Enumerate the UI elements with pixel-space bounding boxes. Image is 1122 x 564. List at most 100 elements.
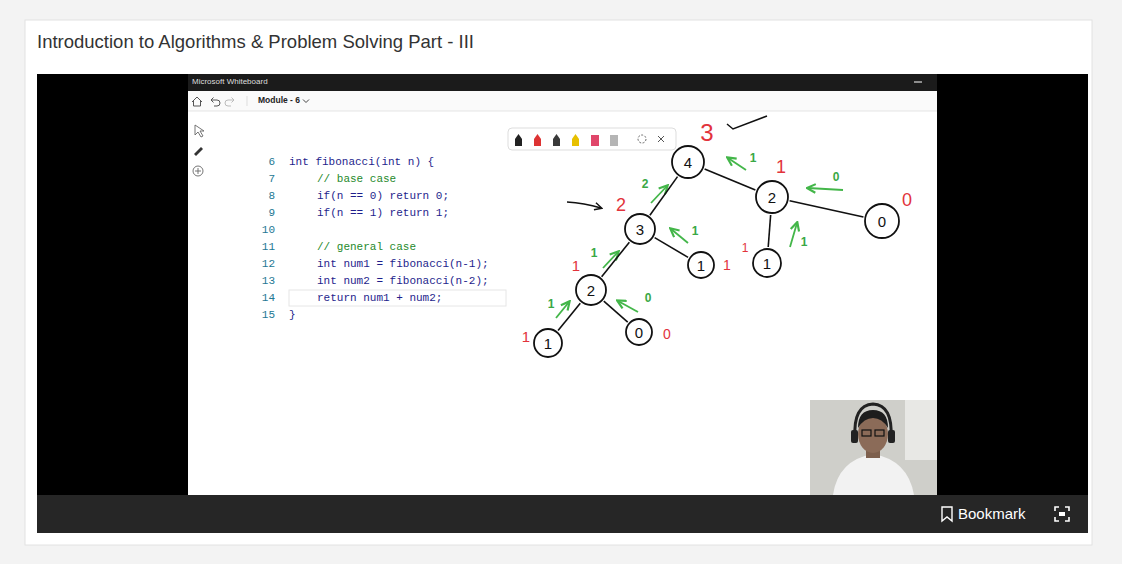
code-line: } xyxy=(289,309,296,322)
node-value: 2 xyxy=(587,283,595,298)
node-outline xyxy=(626,319,652,345)
green-annotation: 1 xyxy=(750,152,757,166)
close-icon xyxy=(658,136,664,142)
return-arrow xyxy=(790,223,797,247)
control-bar xyxy=(37,495,1088,533)
return-arrows xyxy=(556,158,843,318)
headphones xyxy=(855,404,891,438)
node-value: 1 xyxy=(544,336,552,351)
eraser xyxy=(610,135,618,146)
pen-black xyxy=(515,134,522,146)
red-annotation: 1 xyxy=(723,257,731,273)
return-arrow xyxy=(671,229,688,243)
tree-edge xyxy=(790,201,864,217)
tree-edge xyxy=(705,169,756,190)
headphone-cup xyxy=(851,430,858,443)
return-arrow xyxy=(556,302,569,318)
node-value: 3 xyxy=(636,222,644,237)
line-number: 13 xyxy=(262,275,275,288)
line-number: 14 xyxy=(262,292,275,305)
app-title: Microsoft Whiteboard xyxy=(192,77,268,86)
green-annotation: 1 xyxy=(692,225,699,239)
recursion-node: 3 xyxy=(624,213,656,245)
line-number: 6 xyxy=(268,156,275,169)
node-outline xyxy=(534,329,562,357)
add-icon xyxy=(193,166,203,176)
recursion-node: 4 xyxy=(671,145,705,179)
code-line: int num1 = fibonacci(n-1); xyxy=(317,258,489,271)
line-number: 11 xyxy=(262,241,275,254)
toolbar-divider xyxy=(188,111,937,112)
line-number: 12 xyxy=(262,258,275,271)
tree-edge xyxy=(655,238,688,258)
line-number: 8 xyxy=(268,190,275,203)
code-line: if(n == 0) return 0; xyxy=(317,190,449,203)
headphone-cup xyxy=(888,430,895,443)
tree-edge xyxy=(558,303,580,330)
node-outline xyxy=(756,181,788,213)
page-card xyxy=(25,20,1092,545)
node-value: 0 xyxy=(878,214,886,229)
recursion-node: 1 xyxy=(752,248,782,278)
add-icon-cross xyxy=(195,168,201,174)
green-annotation: 2 xyxy=(642,178,649,192)
select-icon xyxy=(195,125,204,137)
line-number: 10 xyxy=(262,224,275,237)
glasses xyxy=(862,430,871,436)
minimize-icon xyxy=(914,82,922,83)
fullscreen-icon-core xyxy=(1059,512,1065,516)
lasso-icon xyxy=(638,135,646,143)
webcam-view xyxy=(810,400,937,495)
window-titlebar xyxy=(188,74,937,91)
toolbar-row xyxy=(188,91,937,111)
code-line: return num1 + num2; xyxy=(317,292,442,305)
red-annotation: 1 xyxy=(522,328,530,345)
undo-icon xyxy=(211,98,220,107)
red-annotation: 1 xyxy=(742,242,749,256)
recursion-node: 1 xyxy=(533,328,563,358)
tree-edge xyxy=(602,242,630,276)
code-line: int num2 = fibonacci(n-2); xyxy=(317,275,489,288)
node-outline xyxy=(688,252,714,278)
code-line: if(n == 1) return 1; xyxy=(317,207,449,220)
red-annotation: 1 xyxy=(776,157,786,178)
recursion-node: 0 xyxy=(625,318,653,346)
green-annotation: 1 xyxy=(548,298,555,312)
node-value: 1 xyxy=(697,258,705,273)
webcam-window xyxy=(905,400,937,460)
chevron-icon xyxy=(303,100,309,103)
green-annotation: 0 xyxy=(645,292,652,306)
node-value: 0 xyxy=(635,325,643,340)
return-arrow xyxy=(808,188,843,190)
node-outline xyxy=(625,214,655,244)
line-number: 9 xyxy=(268,207,275,220)
bookmark-icon xyxy=(942,507,952,521)
recursion-node: 1 xyxy=(687,251,715,279)
code-comment: // general case xyxy=(317,241,416,254)
toolbar-separator xyxy=(247,96,248,106)
green-annotation: 0 xyxy=(833,171,840,185)
pen-toolbar xyxy=(508,128,676,150)
recursion-node: 0 xyxy=(864,203,900,239)
node-value: 4 xyxy=(684,155,692,170)
tree-edge xyxy=(768,215,770,247)
tree-edge xyxy=(650,177,678,216)
node-outline xyxy=(672,146,704,178)
tab-name: Module - 6 xyxy=(258,96,300,106)
whiteboard-canvas xyxy=(188,74,937,495)
line-number: 15 xyxy=(262,309,275,322)
current-line-box xyxy=(289,290,506,306)
return-arrow xyxy=(728,158,746,170)
code-comment: // base case xyxy=(317,173,396,186)
pen-red xyxy=(534,134,541,146)
pen-yellow xyxy=(572,134,579,146)
check-mark xyxy=(727,116,767,129)
pen-icon xyxy=(194,147,203,156)
green-annotation: 1 xyxy=(591,247,598,261)
presenter-hair xyxy=(858,410,888,428)
node-outline xyxy=(753,249,781,277)
pointer-arrow xyxy=(567,202,601,208)
home-icon xyxy=(192,97,202,106)
